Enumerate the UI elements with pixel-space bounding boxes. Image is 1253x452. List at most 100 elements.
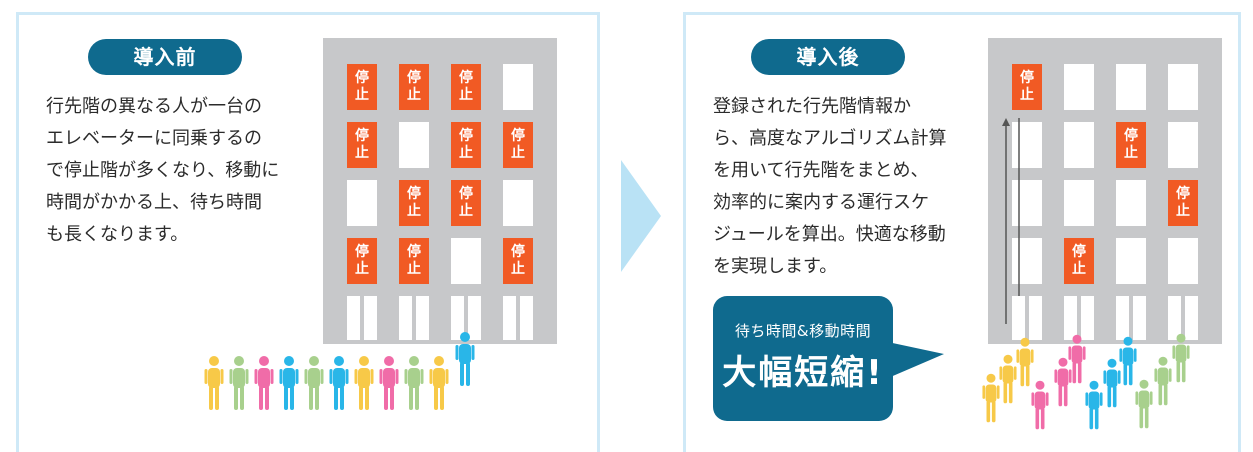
- after-elevator-door: [1168, 296, 1198, 340]
- person-icon: [354, 356, 374, 410]
- before-stop-floor: 停止: [347, 64, 377, 110]
- stop-label: 止: [1124, 145, 1138, 161]
- before-floor-window: [451, 238, 481, 284]
- before-stop-floor: 停止: [347, 238, 377, 284]
- before-description: 行先階の異なる人が一台の エレベーターに同乗するの で停止階が多くなり、移動に …: [46, 91, 279, 251]
- after-line: 効率的に案内する運行スケ: [713, 192, 929, 213]
- stop-label: 止: [459, 203, 473, 219]
- before-title-badge: 導入前: [88, 39, 242, 75]
- stop-label: 停: [355, 128, 369, 144]
- after-floor-window: [1012, 238, 1042, 284]
- after-stop-floor: 停止: [1168, 180, 1198, 226]
- after-line: ら、高度なアルゴリズム計算: [713, 128, 947, 149]
- after-floor-window: [1012, 180, 1042, 226]
- person-icon: [1119, 336, 1137, 386]
- before-floor-window: [503, 64, 533, 110]
- speech-tail-icon: [888, 342, 944, 378]
- after-floor-window: [1012, 122, 1042, 168]
- stop-label: 止: [407, 203, 421, 219]
- before-floor-window: [347, 180, 377, 226]
- after-building: 停止停止停止停止: [988, 38, 1222, 344]
- after-stop-floor: 停止: [1064, 238, 1094, 284]
- stop-label: 停: [355, 244, 369, 260]
- person-icon: [1016, 337, 1034, 387]
- stop-label: 停: [511, 244, 525, 260]
- stop-label: 停: [407, 70, 421, 86]
- person-icon: [1154, 356, 1172, 406]
- person-icon: [204, 356, 224, 410]
- after-elevator-door: [1012, 296, 1042, 340]
- stop-label: 止: [407, 261, 421, 277]
- stop-label: 停: [355, 70, 369, 86]
- stop-label: 止: [511, 261, 525, 277]
- chevron-right-icon: [621, 160, 661, 272]
- after-floor-window: [1116, 238, 1146, 284]
- person-icon: [1068, 334, 1086, 384]
- person-icon: [1103, 358, 1121, 408]
- before-line: 時間がかかる上、待ち時間: [46, 192, 262, 213]
- after-line: 登録された行先階情報か: [713, 96, 911, 117]
- person-icon: [429, 356, 449, 410]
- stop-label: 停: [459, 186, 473, 202]
- after-stop-floor: 停止: [1012, 64, 1042, 110]
- result-callout: 待ち時間&移動時間 大幅短縮!: [713, 296, 893, 421]
- person-icon: [1135, 379, 1153, 429]
- before-elevator-door: [347, 296, 377, 340]
- after-floor-window: [1116, 64, 1146, 110]
- person-icon: [455, 332, 475, 386]
- person-icon: [404, 356, 424, 410]
- stop-label: 停: [1020, 70, 1034, 86]
- person-icon: [1031, 380, 1049, 430]
- person-icon: [329, 356, 349, 410]
- after-floor-window: [1168, 238, 1198, 284]
- before-building: 停止停止停止停止停止停止停止停止停止停止停止: [323, 38, 557, 344]
- after-stop-floor: 停止: [1116, 122, 1146, 168]
- person-icon: [982, 373, 1000, 423]
- stop-label: 止: [355, 87, 369, 103]
- after-floor-window: [1064, 64, 1094, 110]
- person-icon: [304, 356, 324, 410]
- person-icon: [229, 356, 249, 410]
- stop-label: 停: [511, 128, 525, 144]
- stop-label: 止: [459, 145, 473, 161]
- after-floor-window: [1116, 180, 1146, 226]
- stop-label: 止: [459, 87, 473, 103]
- before-elevator-door: [503, 296, 533, 340]
- stop-label: 停: [407, 186, 421, 202]
- stop-label: 停: [459, 128, 473, 144]
- before-line: で停止階が多くなり、移動に: [46, 160, 280, 181]
- before-stop-floor: 停止: [451, 64, 481, 110]
- after-floor-window: [1168, 122, 1198, 168]
- callout-subtitle: 待ち時間&移動時間: [734, 322, 872, 340]
- stop-label: 停: [407, 244, 421, 260]
- stop-label: 停: [1124, 128, 1138, 144]
- stop-label: 止: [355, 145, 369, 161]
- before-stop-floor: 停止: [399, 180, 429, 226]
- before-stop-floor: 停止: [503, 122, 533, 168]
- callout-headline: 大幅短縮!: [722, 353, 884, 393]
- stop-label: 止: [1020, 87, 1034, 103]
- stop-label: 停: [459, 70, 473, 86]
- before-elevator-door: [399, 296, 429, 340]
- after-line: ジュールを算出。快適な移動: [713, 224, 946, 245]
- stop-label: 止: [1176, 203, 1190, 219]
- before-stop-floor: 停止: [451, 180, 481, 226]
- before-floor-window: [503, 180, 533, 226]
- after-elevator-door: [1064, 296, 1094, 340]
- person-icon: [1054, 357, 1072, 407]
- before-line: エレベーターに同乗するの: [46, 128, 262, 149]
- after-elevator-door: [1116, 296, 1146, 340]
- stop-label: 止: [407, 87, 421, 103]
- stop-label: 停: [1072, 244, 1086, 260]
- after-line: を用いて行先階をまとめ、: [713, 160, 929, 181]
- person-icon: [254, 356, 274, 410]
- after-floor-window: [1064, 180, 1094, 226]
- person-icon: [279, 356, 299, 410]
- after-description: 登録された行先階情報か ら、高度なアルゴリズム計算 を用いて行先階をまとめ、 効…: [713, 91, 946, 283]
- person-icon: [1085, 380, 1103, 430]
- before-stop-floor: 停止: [503, 238, 533, 284]
- person-icon: [999, 354, 1017, 404]
- after-title-badge: 導入後: [751, 39, 905, 75]
- person-icon: [379, 356, 399, 410]
- stop-label: 止: [1072, 261, 1086, 277]
